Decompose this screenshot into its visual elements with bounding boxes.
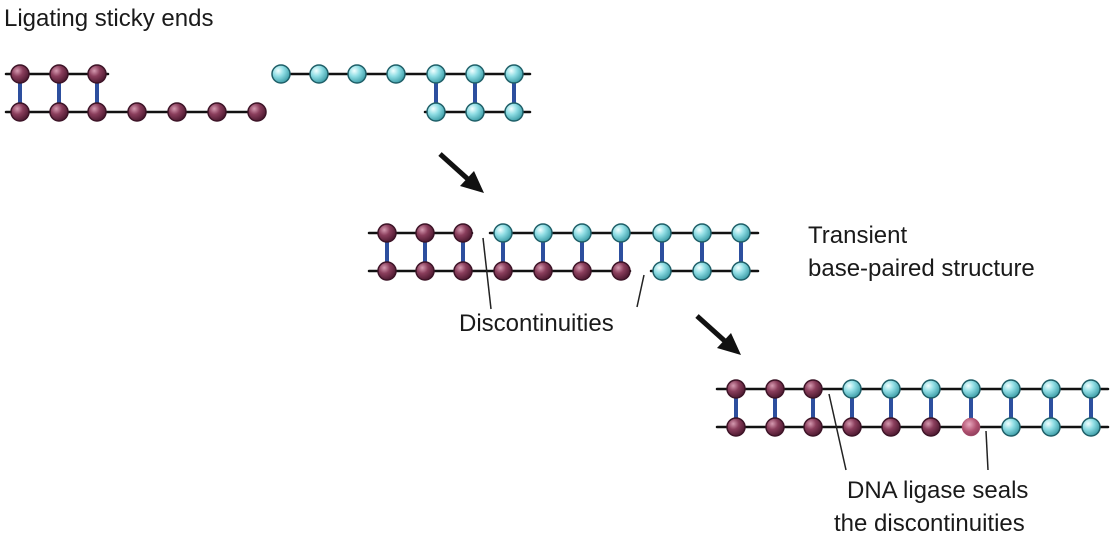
maroon-base	[842, 417, 862, 437]
maroon-base	[765, 417, 785, 437]
discontinuity-pointer-1	[482, 237, 492, 310]
cyan-base	[347, 64, 367, 84]
cyan-base	[1041, 417, 1061, 437]
maroon-base	[921, 417, 941, 437]
cyan-base	[533, 223, 553, 243]
cyan-base	[465, 102, 485, 122]
maroon-base	[453, 223, 473, 243]
cyan-base	[493, 223, 513, 243]
maroon-base	[415, 261, 435, 281]
diagram-title: Ligating sticky ends	[4, 5, 213, 32]
cyan-base	[692, 261, 712, 281]
left-fragment	[4, 64, 267, 122]
cyan-base	[465, 64, 485, 84]
maroon-base	[87, 102, 107, 122]
cyan-base	[504, 64, 524, 84]
cyan-base	[692, 223, 712, 243]
discontinuity-pointer-2	[636, 274, 645, 308]
maroon-base	[803, 379, 823, 399]
maroon-base	[881, 417, 901, 437]
cyan-base	[1001, 379, 1021, 399]
cyan-base	[572, 223, 592, 243]
cyan-base	[842, 379, 862, 399]
cyan-base	[881, 379, 901, 399]
cyan-base	[611, 223, 631, 243]
maroon-base	[167, 102, 187, 122]
cyan-base	[731, 261, 751, 281]
maroon-base	[726, 417, 746, 437]
maroon-base	[377, 223, 397, 243]
cyan-base	[426, 64, 446, 84]
ligase-label-line2: the discontinuities	[834, 510, 1025, 537]
ligase-pointer-1	[828, 393, 847, 471]
arrow-2	[695, 314, 741, 355]
arrow-1	[438, 152, 484, 193]
maroon-base	[87, 64, 107, 84]
maroon-base	[493, 261, 513, 281]
cyan-base	[1081, 417, 1101, 437]
maroon-base	[127, 102, 147, 122]
maroon-base	[10, 64, 30, 84]
cyan-base	[271, 64, 291, 84]
ligase-pointer-2	[985, 430, 989, 471]
cyan-base	[921, 379, 941, 399]
maroon-base	[49, 64, 69, 84]
ligase-label-line1: DNA ligase seals	[847, 477, 1028, 504]
transient-label-line1: Transient	[808, 222, 907, 249]
maroon-base	[765, 379, 785, 399]
cyan-base	[426, 102, 446, 122]
maroon-base	[803, 417, 823, 437]
maroon-base	[572, 261, 592, 281]
maroon-base	[49, 102, 69, 122]
cyan-base	[386, 64, 406, 84]
step2-transient-structure	[367, 223, 760, 281]
cyan-base	[731, 223, 751, 243]
discontinuities-label: Discontinuities	[459, 310, 614, 337]
cyan-base	[652, 223, 672, 243]
cyan-base	[652, 261, 672, 281]
maroon-base	[453, 261, 473, 281]
step3-ligated-structure	[715, 379, 1110, 437]
maroon-base	[533, 261, 553, 281]
right-fragment	[271, 64, 532, 122]
transient-label-line2: base-paired structure	[808, 255, 1035, 282]
cyan-base	[1081, 379, 1101, 399]
sealed-base	[961, 417, 981, 437]
maroon-base	[10, 102, 30, 122]
cyan-base	[1001, 417, 1021, 437]
step1-fragments	[4, 64, 532, 122]
maroon-base	[377, 261, 397, 281]
cyan-base	[1041, 379, 1061, 399]
maroon-base	[247, 102, 267, 122]
cyan-base	[309, 64, 329, 84]
maroon-base	[415, 223, 435, 243]
maroon-base	[611, 261, 631, 281]
maroon-base	[207, 102, 227, 122]
maroon-base	[726, 379, 746, 399]
cyan-base	[504, 102, 524, 122]
cyan-base	[961, 379, 981, 399]
